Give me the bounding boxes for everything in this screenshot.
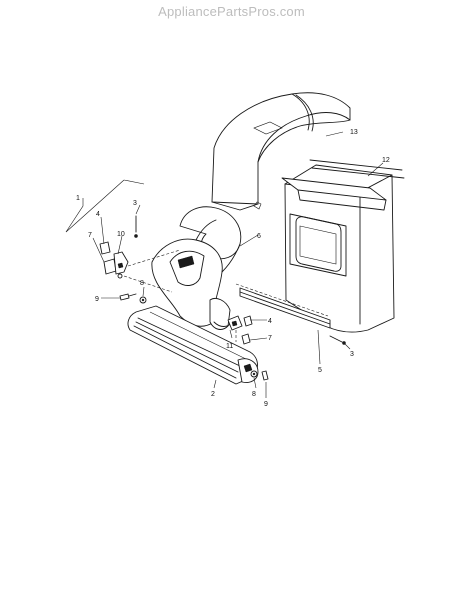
callout-labels: 1 2 3 3 4 4 5 6 7 7 8 8 9 9 10 11 12 13 [76,129,390,408]
callout-8-left: 8 [140,280,144,287]
callout-11: 11 [226,343,233,350]
callout-12: 12 [382,157,390,164]
fasteners [119,215,346,381]
callout-2: 2 [211,391,215,398]
part-5-strip [235,283,331,329]
watermark-text: AppliancePartsPros.com [158,4,305,19]
callout-7-left: 7 [88,232,92,239]
callout-9-right: 9 [264,401,268,408]
right-hinge-assembly [227,315,253,345]
callout-4-left: 4 [96,211,100,218]
part-6-chute [151,206,242,330]
callout-13: 13 [350,129,358,136]
callout-8-right: 8 [252,391,256,398]
callout-3-left: 3 [133,200,137,207]
leader-lines [65,131,384,398]
left-hinge-assembly [99,241,181,293]
callout-5: 5 [318,367,322,374]
part-2-bumper [127,305,259,385]
part-13-top-cover [211,92,351,211]
callout-6: 6 [257,233,261,240]
part-12-housing [281,159,405,333]
callout-9-left: 9 [95,296,99,303]
callout-7-right: 7 [268,335,272,342]
callout-3-right: 3 [350,351,354,358]
callout-4-right: 4 [268,318,272,325]
callout-1: 1 [76,195,80,202]
callout-10: 10 [117,231,125,238]
